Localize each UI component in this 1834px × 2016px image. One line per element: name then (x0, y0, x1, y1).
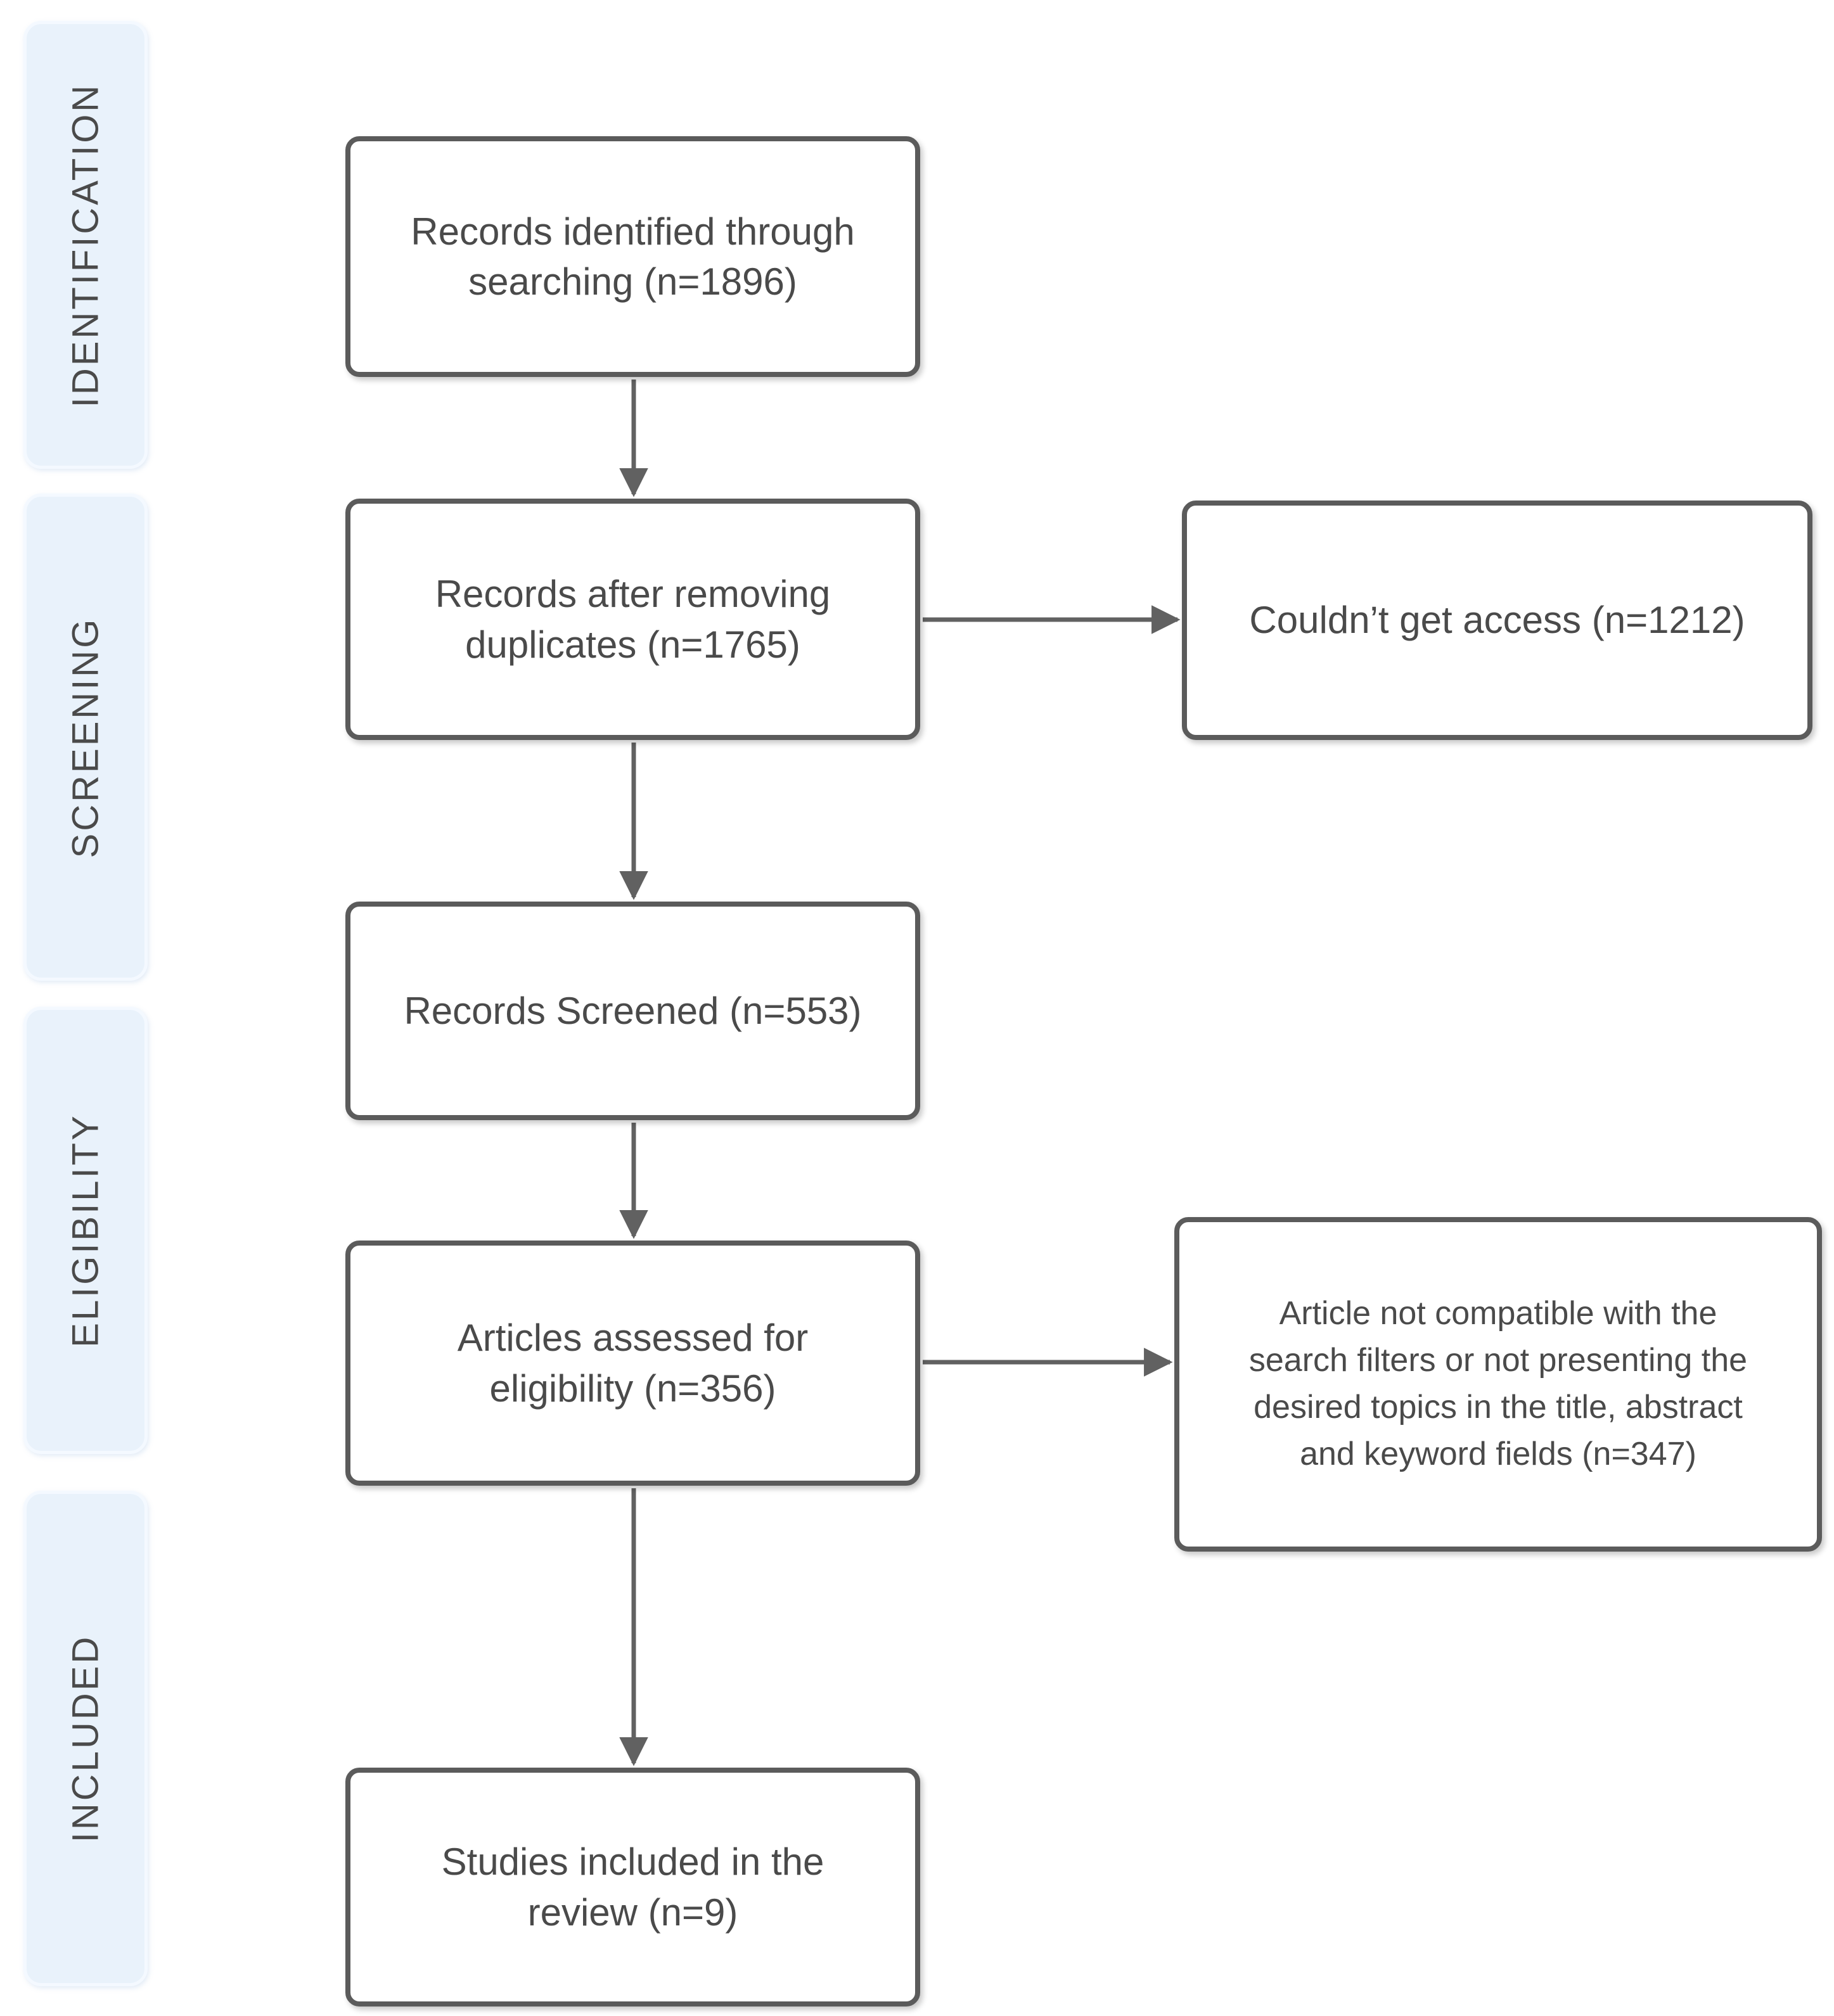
flow-box-text: Records identified through searching (n=… (411, 210, 855, 303)
flow-box-studies-included: Studies included in the review (n=9) (345, 1768, 920, 2006)
exclusion-box-no-access: Couldn’t get access (n=1212) (1182, 501, 1812, 740)
exclusion-box-not-compatible: Article not compatible with the search f… (1174, 1217, 1822, 1552)
stage-band-included: INCLUDED (23, 1491, 148, 1986)
flow-box-text: Records Screened (n=553) (404, 989, 862, 1032)
flow-box-text: Studies included in the review (n=9) (441, 1841, 824, 1934)
stage-label-identification: IDENTIFICATION (65, 82, 106, 407)
stage-band-screening: SCREENING (23, 494, 148, 981)
flow-box-text: Articles assessed for eligibility (n=356… (457, 1317, 809, 1410)
stage-label-eligibility: ELIGIBILITY (65, 1113, 106, 1348)
stage-label-screening: SCREENING (65, 616, 106, 858)
flow-box-records-identified: Records identified through searching (n=… (345, 136, 920, 377)
flow-box-records-deduplicated: Records after removing duplicates (n=176… (345, 499, 920, 740)
stage-band-eligibility: ELIGIBILITY (23, 1007, 148, 1454)
flow-box-text: Couldn’t get access (n=1212) (1249, 599, 1745, 642)
flow-box-articles-assessed: Articles assessed for eligibility (n=356… (345, 1241, 920, 1486)
flow-box-text: Article not compatible with the search f… (1248, 1295, 1748, 1472)
stage-label-included: INCLUDED (65, 1634, 106, 1843)
flow-box-text: Records after removing duplicates (n=176… (435, 573, 831, 666)
stage-band-identification: IDENTIFICATION (23, 21, 148, 469)
flow-box-records-screened: Records Screened (n=553) (345, 902, 920, 1120)
